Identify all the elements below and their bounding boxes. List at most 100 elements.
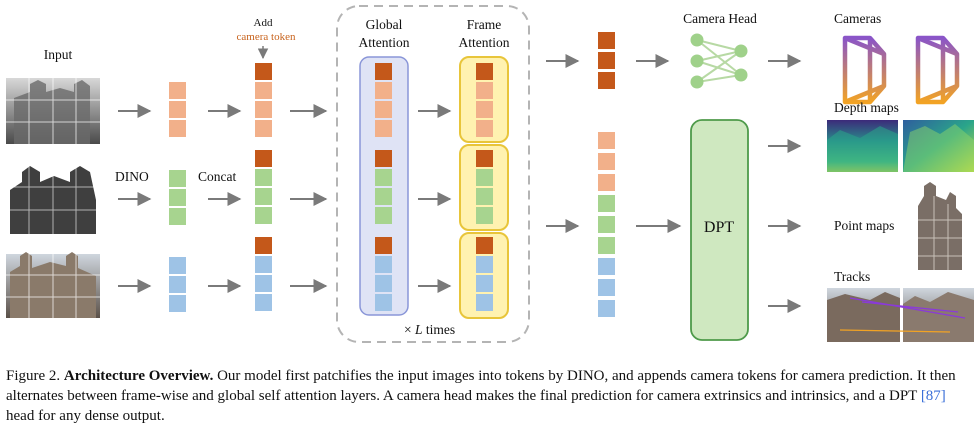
depth-map-image-1 [827, 120, 898, 172]
output-patch-token [598, 237, 615, 254]
output-patch-token [598, 174, 615, 191]
caption-text-1: Our model first patchifies the input ima… [6, 368, 956, 404]
caption-title: Architecture Overview. [63, 368, 214, 384]
concat-patch-token [255, 101, 272, 118]
concat-token-columns [255, 63, 272, 311]
output-camera-token [598, 32, 615, 49]
frame-patch-token [476, 82, 493, 99]
times-symbol: × [404, 322, 412, 337]
frame-patch-token [476, 256, 493, 273]
frame-patch-token [476, 188, 493, 205]
global-patch-token [375, 169, 392, 186]
dpt-head-box [690, 119, 749, 341]
global-patch-token [375, 256, 392, 273]
arrows-tokens-to-heads [636, 54, 682, 233]
camera-token-label: camera token [236, 31, 296, 43]
dino-patch-token [169, 257, 186, 274]
caption-figure-number: Figure 2. [6, 368, 61, 384]
arrows-input-to-tokens [118, 104, 152, 293]
times-variable: L [415, 322, 423, 337]
frame-attention-box-2 [459, 144, 509, 231]
global-attention-label-line-1: Global [365, 17, 403, 32]
global-patch-token [375, 294, 392, 311]
global-camera-token [375, 150, 392, 167]
dino-patch-token [169, 101, 186, 118]
concat-patch-token [255, 82, 272, 99]
concat-patch-token [255, 294, 272, 311]
frame-attention-box-1 [459, 56, 509, 143]
figure-caption: Figure 2. Architecture Overview. Our mod… [6, 366, 974, 426]
output-patch-token [598, 195, 615, 212]
concat-camera-token [255, 150, 272, 167]
point-maps-label: Point maps [834, 218, 895, 233]
concat-patch-token [255, 169, 272, 186]
frame-patch-token [476, 169, 493, 186]
frame-camera-token [476, 63, 493, 80]
caption-text-2: head for any dense output. [6, 408, 165, 424]
concat-patch-token [255, 256, 272, 273]
global-patch-token [375, 120, 392, 137]
output-patch-token [598, 132, 615, 149]
diagram-canvas [6, 5, 974, 343]
frame-attention-label-line-2: Attention [458, 35, 510, 50]
add-label: Add [253, 17, 273, 29]
global-patch-token [375, 207, 392, 224]
architecture-diagram: Input DINO Concat Add camera token Globa… [6, 5, 974, 343]
concat-patch-token [255, 275, 272, 292]
camera-head-network-icon [690, 33, 748, 89]
tracks-label: Tracks [834, 269, 871, 284]
patch-token-column [598, 132, 615, 317]
dino-patch-token [169, 208, 186, 225]
tracks-image [827, 288, 974, 342]
output-camera-token [598, 52, 615, 69]
frame-camera-token [476, 237, 493, 254]
concat-label: Concat [198, 169, 237, 184]
point-map-image [918, 182, 962, 270]
concat-patch-token [255, 120, 272, 137]
arrows-tokens-to-concat [208, 104, 242, 293]
global-patch-token [375, 101, 392, 118]
concat-camera-token [255, 237, 272, 254]
camera-frustum-icon-1 [842, 35, 887, 105]
input-image-1 [6, 78, 100, 144]
output-patch-token [598, 279, 615, 296]
frame-patch-token [476, 207, 493, 224]
frame-patch-token [476, 294, 493, 311]
caption-citation[interactable]: [87] [920, 388, 946, 404]
input-label: Input [43, 47, 73, 62]
dino-label: DINO [115, 169, 149, 184]
frame-patch-token [476, 101, 493, 118]
dino-patch-token [169, 170, 186, 187]
depth-map-image-2 [903, 120, 974, 172]
arrows-block-to-heads [546, 54, 580, 233]
frame-attention-label-line-1: Frame [466, 17, 502, 32]
dino-patch-token [169, 276, 186, 293]
concat-camera-token [255, 63, 272, 80]
repeat-times-label: × L times [404, 322, 455, 338]
dino-patch-token [169, 82, 186, 99]
dpt-label: DPT [703, 219, 735, 236]
input-image-2 [6, 164, 100, 234]
output-patch-token [598, 258, 615, 275]
frame-attention-tokens [476, 63, 493, 311]
global-patch-token [375, 82, 392, 99]
dino-patch-token [169, 120, 186, 137]
camera-token-column [598, 32, 615, 89]
global-patch-token [375, 188, 392, 205]
global-camera-token [375, 237, 392, 254]
global-attention-tokens [375, 63, 392, 311]
camera-head-label: Camera Head [683, 11, 757, 26]
frame-camera-token [476, 150, 493, 167]
dino-token-columns [169, 82, 186, 312]
concat-patch-token [255, 188, 272, 205]
dino-patch-token [169, 189, 186, 206]
input-image-3 [6, 252, 100, 318]
output-patch-token [598, 300, 615, 317]
dino-patch-token [169, 295, 186, 312]
output-camera-token [598, 72, 615, 89]
global-patch-token [375, 275, 392, 292]
arrows-global-to-frame [418, 104, 452, 293]
global-camera-token [375, 63, 392, 80]
concat-patch-token [255, 207, 272, 224]
frame-patch-token [476, 120, 493, 137]
